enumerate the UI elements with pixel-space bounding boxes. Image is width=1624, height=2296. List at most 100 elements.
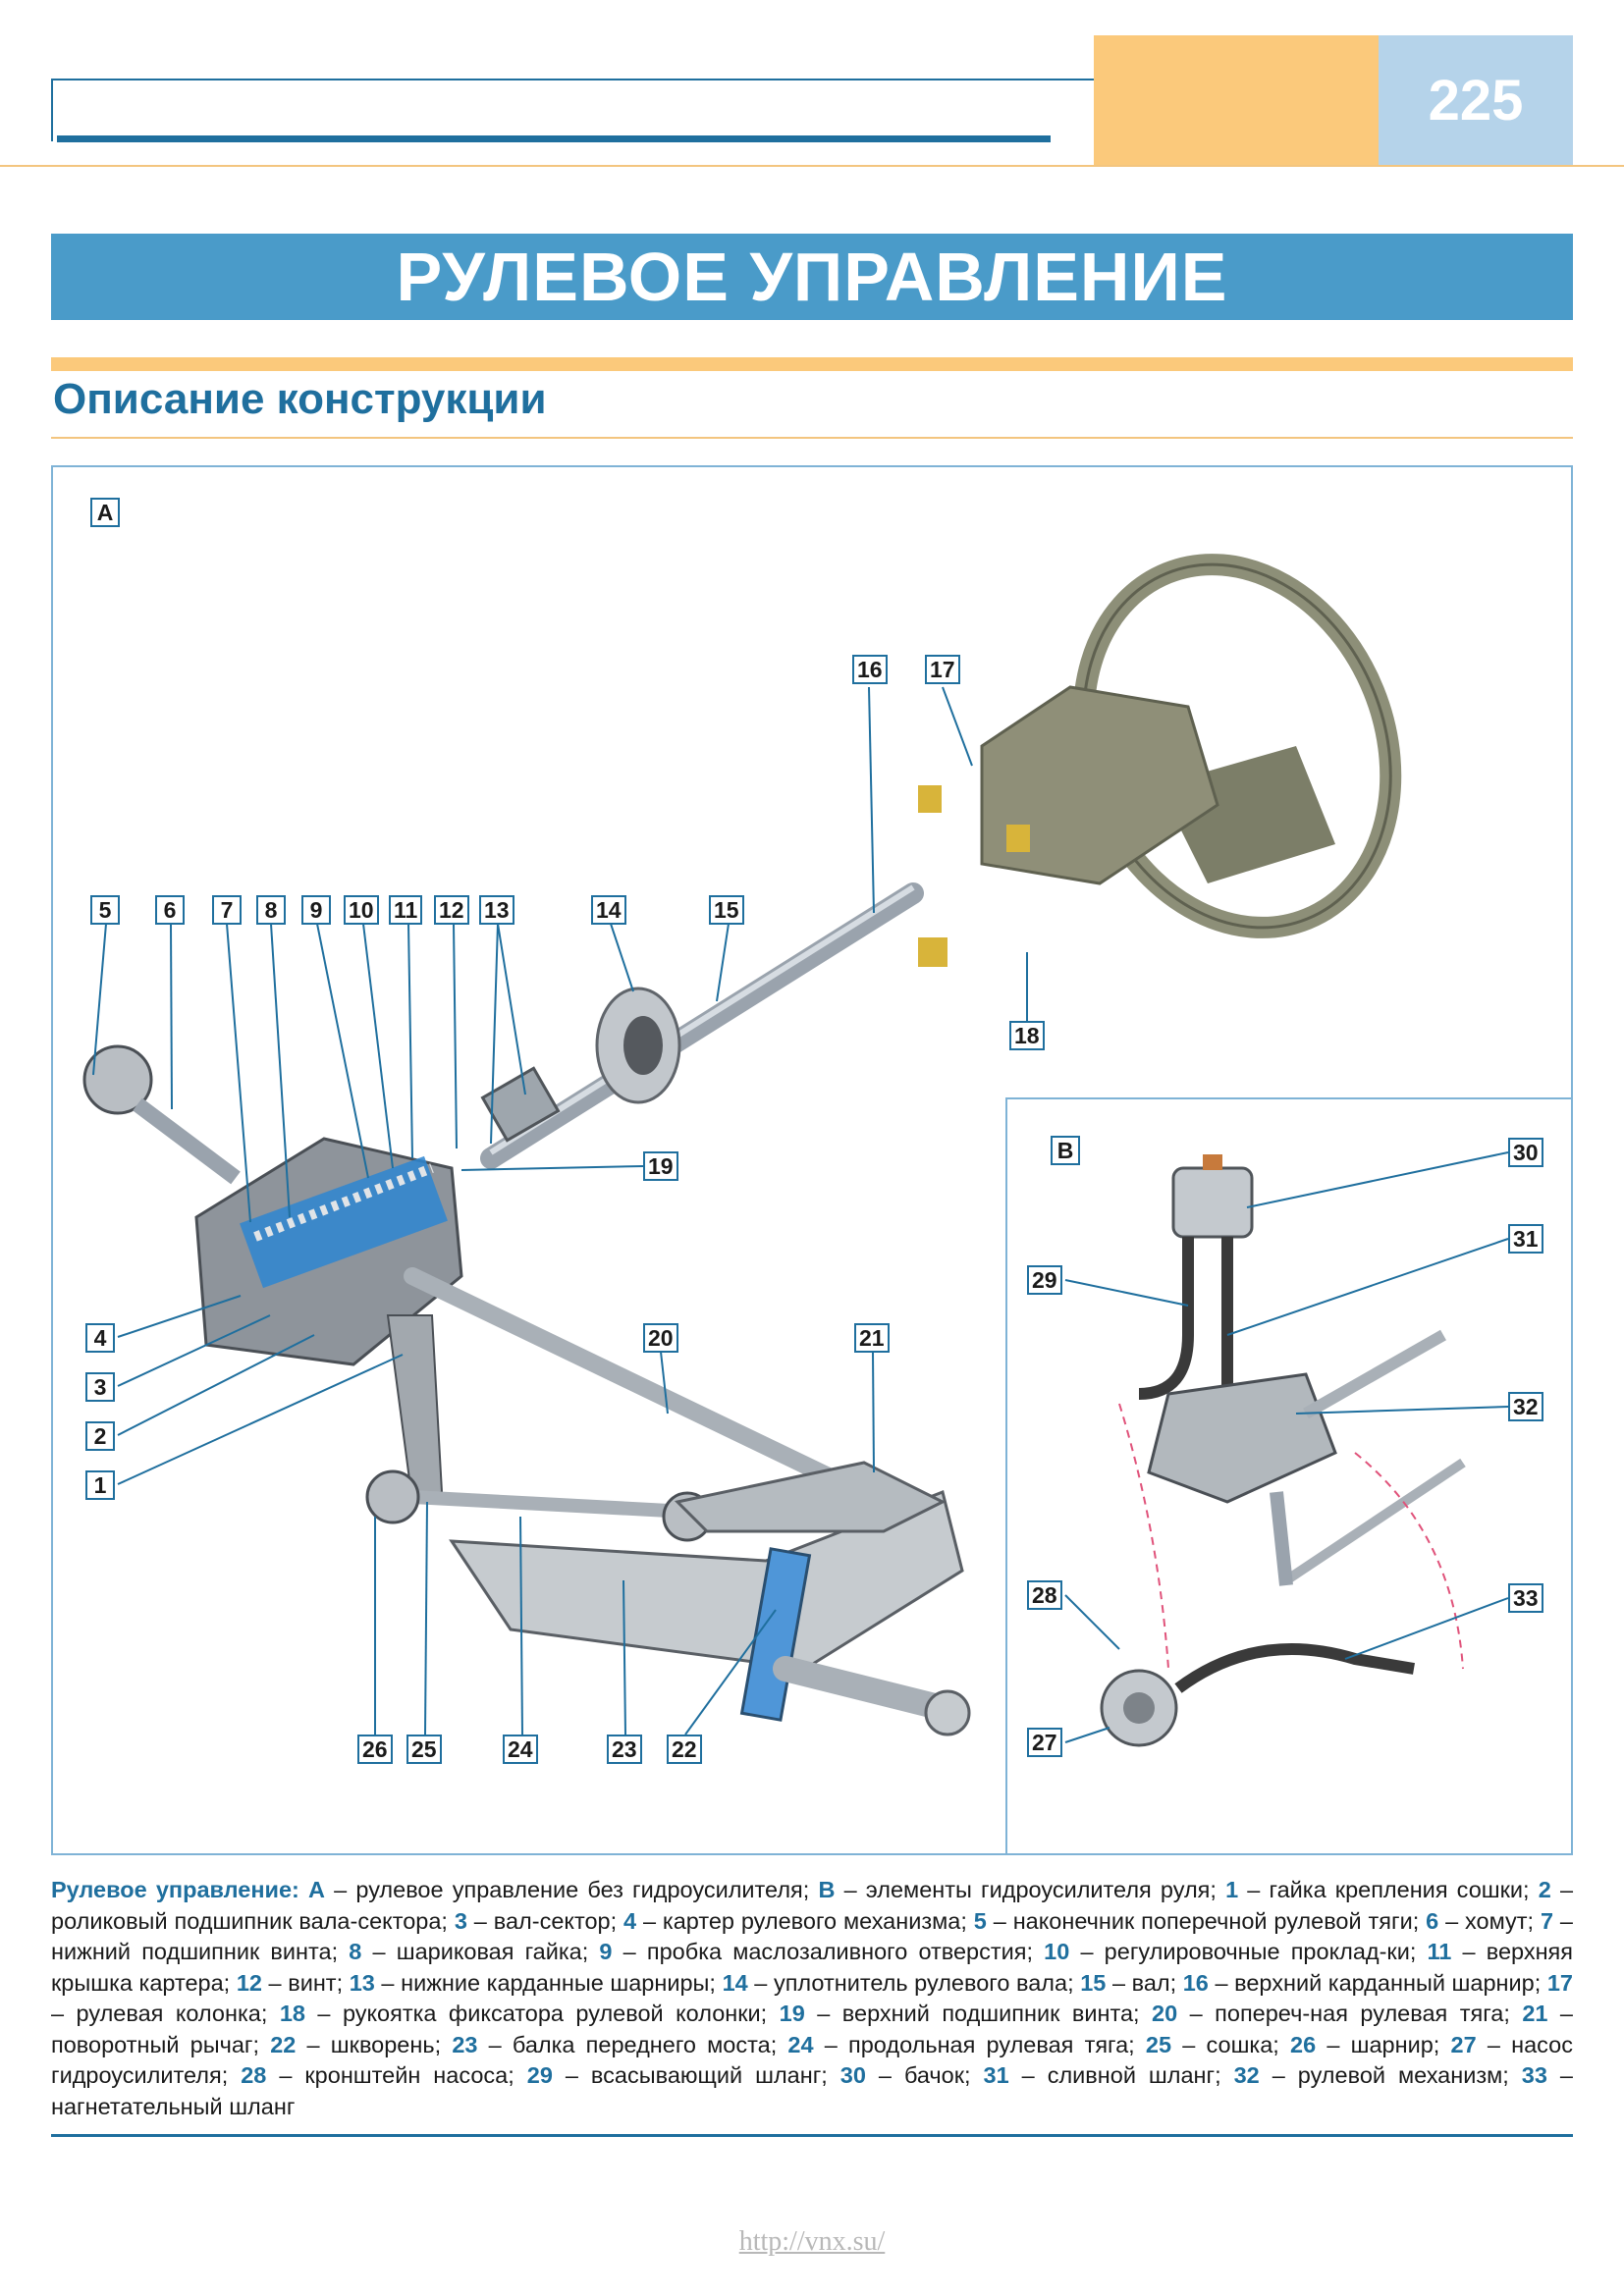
drag-link: [406, 1490, 694, 1519]
callout-22: 22: [667, 1735, 702, 1764]
caption-text: – шариковая гайка;: [361, 1939, 600, 1964]
footer-url[interactable]: http://vnx.su/: [738, 2226, 886, 2257]
caption-key: 27: [1450, 2031, 1477, 2057]
caption-text: – балка переднего моста;: [477, 2031, 788, 2057]
caption-key: 1: [1225, 1877, 1239, 1902]
callout-13: 13: [479, 895, 514, 925]
caption-key: 15: [1080, 1969, 1107, 1996]
callout-29: 29: [1027, 1265, 1062, 1295]
steering-column-housing: [980, 685, 1219, 885]
callout-9: 9: [301, 895, 331, 925]
panel-a-label: A: [90, 498, 120, 527]
power-steering-gear: [1147, 1372, 1337, 1504]
caption-key: 29: [526, 2062, 553, 2088]
caption-key: 5: [973, 1907, 987, 1934]
page-number: 225: [1379, 35, 1573, 165]
caption-text: – наконечник поперечной рулевой тяги;: [986, 1907, 1427, 1934]
caption-text: – бачок;: [865, 2062, 984, 2088]
caption-key: 9: [599, 1939, 613, 1964]
caption-text: – рулевая колонка;: [51, 2001, 280, 2026]
caption-key: 28: [241, 2062, 267, 2088]
header-frame: [51, 79, 1367, 141]
callout-21: 21: [854, 1323, 890, 1353]
pressure-hose: [1174, 1643, 1415, 1693]
caption-text: – верхняя крышка картера;: [51, 1939, 1573, 1996]
caption-key: 2: [1538, 1877, 1551, 1902]
callout-24: 24: [503, 1735, 538, 1764]
caption-text: – верхний карданный шарнир;: [1208, 1969, 1547, 1996]
callout-17: 17: [925, 655, 960, 684]
kingpin-knuckle: [739, 1547, 812, 1722]
callout-30: 30: [1508, 1138, 1543, 1167]
caption-key: 31: [983, 2062, 1009, 2088]
caption-key: 12: [236, 1969, 262, 1996]
diagram-panel-b: [1005, 1097, 1573, 1855]
caption-key: 14: [722, 1969, 748, 1996]
callout-18: 18: [1009, 1021, 1045, 1050]
caption-text: – вал-сектор;: [466, 1907, 623, 1934]
caption-text: – винт;: [261, 1969, 350, 1996]
callout-25: 25: [406, 1735, 442, 1764]
callout-19: 19: [643, 1151, 678, 1181]
caption-text: – рулевое управление без гидроусилителя;: [325, 1877, 819, 1902]
callout-23: 23: [607, 1735, 642, 1764]
caption-key: 18: [279, 2001, 305, 2026]
caption-text: – сливной шланг;: [1008, 2062, 1234, 2088]
caption-key: 22: [270, 2031, 297, 2057]
callout-32: 32: [1508, 1392, 1543, 1421]
caption-text: – нижние карданные шарниры;: [374, 1969, 723, 1996]
callout-8: 8: [256, 895, 286, 925]
caption-text: – шкворень;: [296, 2031, 453, 2057]
callout-7: 7: [212, 895, 242, 925]
callout-31: 31: [1508, 1224, 1543, 1254]
caption-text: – картер рулевого механизма;: [636, 1907, 974, 1934]
caption-text: – роликовый подшипник вала-сектора;: [51, 1877, 1574, 1934]
header-rule: [0, 165, 1624, 167]
suction-hose: [1138, 1237, 1194, 1400]
header-bar: [57, 135, 1051, 142]
caption-key: 24: [787, 2031, 814, 2057]
caption-text: – хомут;: [1438, 1907, 1541, 1934]
caption-lead: Рулевое управление:: [51, 1877, 299, 1902]
caption-key: 6: [1426, 1907, 1439, 1934]
caption-text: – нагнетательный шланг: [51, 2062, 1573, 2119]
header-orange-block: [1094, 35, 1379, 165]
caption-key: 32: [1233, 2062, 1260, 2088]
caption-key: 21: [1522, 2001, 1548, 2026]
callout-6: 6: [155, 895, 185, 925]
caption-key: 11: [1427, 1939, 1452, 1964]
caption-key: 7: [1540, 1907, 1554, 1934]
caption-text: – элементы гидроусилителя руля;: [835, 1877, 1226, 1902]
subtitle-rule-bottom: [51, 437, 1573, 439]
callout-4: 4: [85, 1323, 115, 1353]
callout-16: 16: [852, 655, 888, 684]
callout-27: 27: [1027, 1728, 1062, 1757]
caption-key: 19: [779, 2001, 805, 2026]
caption-text: – рулевой механизм;: [1259, 2062, 1522, 2088]
caption-key: 13: [349, 1969, 375, 1996]
caption-key: 16: [1182, 1969, 1209, 1996]
caption-text: – шарнир;: [1316, 2031, 1451, 2057]
caption-key: A: [308, 1877, 326, 1902]
callout-28: 28: [1027, 1580, 1062, 1610]
caption-key: 20: [1152, 2001, 1178, 2026]
caption-key: 23: [452, 2031, 478, 2057]
caption-text: – нижний подшипник винта;: [51, 1907, 1573, 1965]
callout-2: 2: [85, 1421, 115, 1451]
callout-20: 20: [643, 1323, 678, 1353]
tie-rod-end-left: [82, 1044, 153, 1115]
caption-key: 10: [1044, 1939, 1070, 1964]
caption-text: – верхний подшипник винта;: [804, 2001, 1153, 2026]
front-axle-beam: [449, 1489, 964, 1671]
caption-text: – насос гидроусилителя;: [51, 2031, 1573, 2089]
section-subtitle: Описание конструкции: [53, 375, 547, 423]
caption-body: A – рулевое управление без гидроусилител…: [51, 1877, 1573, 2119]
caption-text: – уплотнитель рулевого вала;: [747, 1969, 1081, 1996]
caption-text: – продольная рулевая тяга;: [813, 2031, 1146, 2057]
caption-key: 25: [1145, 2031, 1172, 2057]
panel-b-label: B: [1051, 1136, 1080, 1165]
caption-text: – попереч-ная рулевая тяга;: [1177, 2001, 1523, 2026]
caption-key: 30: [839, 2062, 866, 2088]
callout-3: 3: [85, 1372, 115, 1402]
